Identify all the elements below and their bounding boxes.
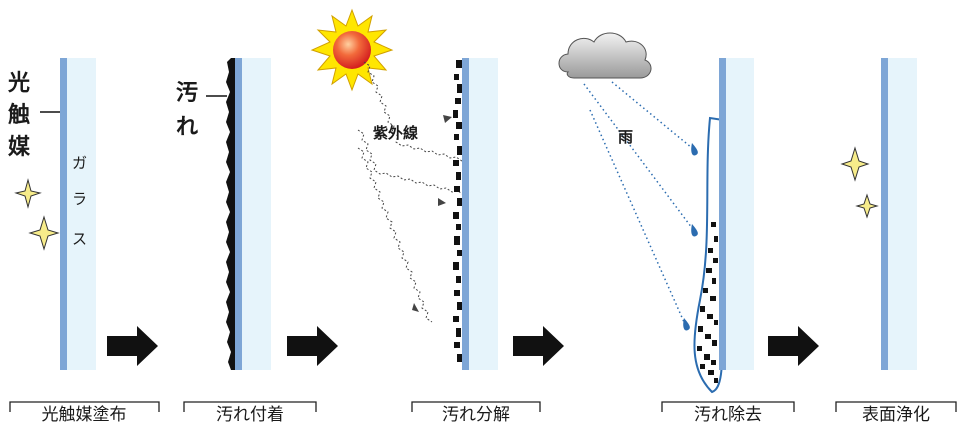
photocatalyst-label-2: 触 bbox=[8, 102, 30, 128]
coating-layer bbox=[462, 58, 469, 370]
sparkle-icon bbox=[14, 178, 42, 209]
coating-layer bbox=[235, 58, 242, 370]
coating-layer bbox=[60, 58, 67, 370]
caption-coating: 光触媒塗布 bbox=[42, 404, 127, 425]
stage-2-dirt-attached: 汚 れ bbox=[176, 58, 271, 370]
caption-dirt-attached: 汚れ付着 bbox=[216, 405, 284, 425]
rain-label: 雨 bbox=[618, 128, 633, 146]
arrow-right-icon bbox=[287, 326, 338, 366]
glass-label-3: ス bbox=[72, 230, 87, 248]
stage-5-clean-surface bbox=[840, 58, 917, 370]
arrow-right-icon bbox=[768, 326, 819, 366]
raindrop-icon bbox=[691, 143, 698, 156]
glass-label-2: ラ bbox=[72, 190, 87, 208]
sun-icon bbox=[310, 8, 394, 92]
stage-1-coating: 光 触 媒 ガ ラ ス bbox=[7, 58, 96, 370]
stage-4-removal: 雨 bbox=[558, 32, 754, 394]
glass-pane bbox=[724, 58, 754, 370]
caption-removal: 汚れ除去 bbox=[694, 405, 762, 425]
uv-arrowhead bbox=[412, 303, 419, 312]
dirt-layer bbox=[226, 58, 235, 370]
sparkle-icon bbox=[855, 193, 879, 219]
dirt-label-1: 汚 bbox=[176, 81, 198, 106]
caption-bracket bbox=[9, 401, 160, 412]
caption-bracket bbox=[835, 401, 957, 412]
uv-arrowhead bbox=[438, 198, 446, 206]
sparkle-icon bbox=[28, 215, 60, 251]
uv-label: 紫外線 bbox=[373, 124, 418, 142]
coating-layer bbox=[719, 58, 726, 370]
dirt-label-2: れ bbox=[176, 115, 198, 140]
photocatalyst-label-3: 媒 bbox=[8, 134, 31, 160]
raindrop-icon bbox=[683, 318, 690, 331]
uv-arrowhead bbox=[443, 115, 452, 123]
caption-bracket bbox=[183, 401, 317, 412]
washed-dirt bbox=[697, 222, 718, 383]
caption-bracket bbox=[661, 401, 795, 412]
decomposed-dirt bbox=[453, 60, 462, 362]
sparkle-icon bbox=[840, 146, 870, 182]
glass-label-1: ガ bbox=[72, 154, 87, 172]
stage-3-decomposition: 紫外線 bbox=[310, 8, 498, 370]
caption-clean-surface: 表面浄化 bbox=[862, 405, 930, 425]
coating-layer bbox=[881, 58, 888, 370]
cloud-icon bbox=[558, 32, 652, 79]
rain-lines bbox=[583, 81, 693, 323]
caption-decomposition: 汚れ分解 bbox=[442, 405, 510, 425]
arrow-right-icon bbox=[107, 326, 158, 366]
photocatalyst-label-1: 光 bbox=[7, 71, 30, 96]
caption-row: 光触媒塗布 汚れ付着 汚れ分解 汚れ除去 表面浄化 bbox=[9, 401, 957, 425]
caption-bracket bbox=[411, 401, 541, 412]
raindrop-icon bbox=[691, 224, 698, 237]
arrow-right-icon bbox=[513, 326, 564, 366]
uv-rays bbox=[357, 61, 487, 323]
